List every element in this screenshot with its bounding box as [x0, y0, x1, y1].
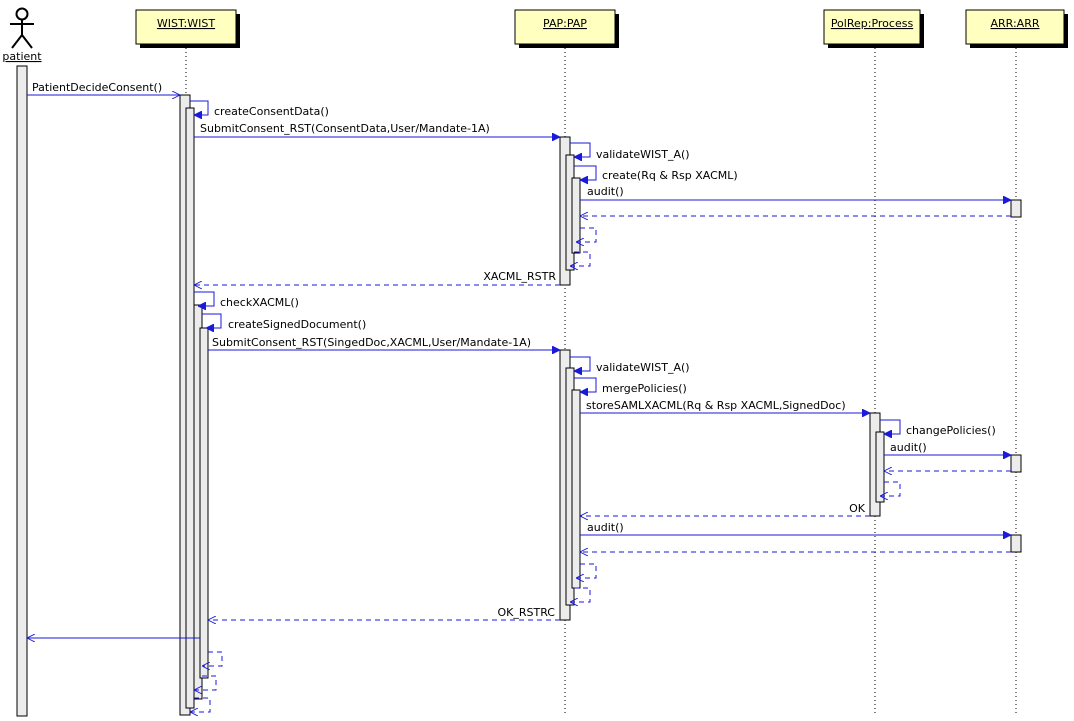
return-check-xacml: [194, 675, 217, 690]
message-label: SubmitConsent_RST(ConsentData,User/Manda…: [200, 122, 490, 135]
message-label: checkXACML(): [220, 296, 299, 309]
participant-wist: WIST:WIST: [135, 9, 240, 48]
activation-polrep-nested: [875, 431, 885, 503]
actor-icon: [10, 7, 34, 49]
message-audit-1: audit(): [580, 185, 1011, 200]
participant-arr: ARR:ARR: [965, 9, 1068, 48]
return-create-consent-data: [190, 697, 211, 712]
message-label: changePolicies(): [906, 424, 996, 437]
return-change-policies: [880, 481, 901, 496]
message-create-consent-data: createConsentData(): [190, 100, 329, 118]
message-label: audit(): [890, 441, 927, 454]
participant-patient: patient: [2, 7, 42, 63]
participant-label: ARR:ARR: [991, 17, 1040, 30]
return-create-signed-document: [202, 651, 223, 666]
message-check-xacml: checkXACML(): [194, 291, 299, 309]
message-label: validateWIST_A(): [596, 148, 690, 161]
message-label: XACML_RSTR: [483, 270, 556, 283]
return-validate-wist-1: [570, 251, 591, 266]
message-label: audit(): [587, 185, 624, 198]
activation-patient: [16, 65, 28, 717]
message-label: create(Rq & Rsp XACML): [602, 169, 738, 182]
message-submit-consent-1: SubmitConsent_RST(ConsentData,User/Manda…: [194, 122, 560, 137]
return-merge-policies: [576, 563, 597, 578]
message-label: createConsentData(): [214, 105, 329, 118]
message-create-signed-document: createSignedDocument(): [202, 313, 366, 331]
message-change-policies: changePolicies(): [880, 419, 996, 437]
activation-wist-nested-3: [199, 327, 209, 679]
message-label: mergePolicies(): [602, 382, 687, 395]
message-ok-rstrc: OK_RSTRC: [208, 606, 560, 620]
message-validate-wist-2: validateWIST_A(): [570, 356, 690, 374]
message-store-saml-xacml: storeSAMLXACML(Rq & Rsp XACML,SignedDoc): [580, 399, 870, 413]
message-audit-2: audit(): [884, 441, 1011, 455]
participant-label: PAP:PAP: [543, 17, 587, 30]
activation-arr-1: [1010, 199, 1022, 218]
message-label: SubmitConsent_RST(SingedDoc,XACML,User/M…: [212, 336, 531, 349]
activation-wist-nested: [185, 107, 195, 709]
activation-arr-3: [1010, 534, 1022, 553]
activation-arr-2: [1010, 454, 1022, 473]
message-label: storeSAMLXACML(Rq & Rsp XACML,SignedDoc): [586, 399, 846, 412]
message-xacml-rstr: XACML_RSTR: [194, 270, 560, 285]
message-label: validateWIST_A(): [596, 361, 690, 374]
participant-polrep: PolRep:Process: [823, 9, 924, 48]
participant-pap: PAP:PAP: [514, 9, 619, 48]
message-label: PatientDecideConsent(): [32, 81, 162, 94]
return-validate-wist-2: [570, 587, 591, 602]
message-validate-wist-1: validateWIST_A(): [570, 142, 690, 161]
message-create-xacml: create(Rq & Rsp XACML): [574, 165, 738, 182]
return-create-xacml: [576, 227, 597, 242]
participant-label: WIST:WIST: [157, 17, 215, 30]
activation-pap-2-nested-2: [571, 389, 581, 589]
message-audit-3: audit(): [580, 521, 1011, 535]
message-merge-policies: mergePolicies(): [574, 377, 687, 395]
message-ok: OK: [580, 502, 870, 516]
message-label: audit(): [587, 521, 624, 534]
message-label: OK: [849, 502, 866, 515]
message-patient-decide-consent: PatientDecideConsent(): [27, 81, 180, 95]
message-label: createSignedDocument(): [228, 318, 366, 331]
participant-label: patient: [2, 50, 42, 63]
participant-label: PolRep:Process: [831, 17, 914, 30]
message-label: OK_RSTRC: [498, 606, 556, 619]
message-submit-consent-2: SubmitConsent_RST(SingedDoc,XACML,User/M…: [208, 336, 560, 350]
